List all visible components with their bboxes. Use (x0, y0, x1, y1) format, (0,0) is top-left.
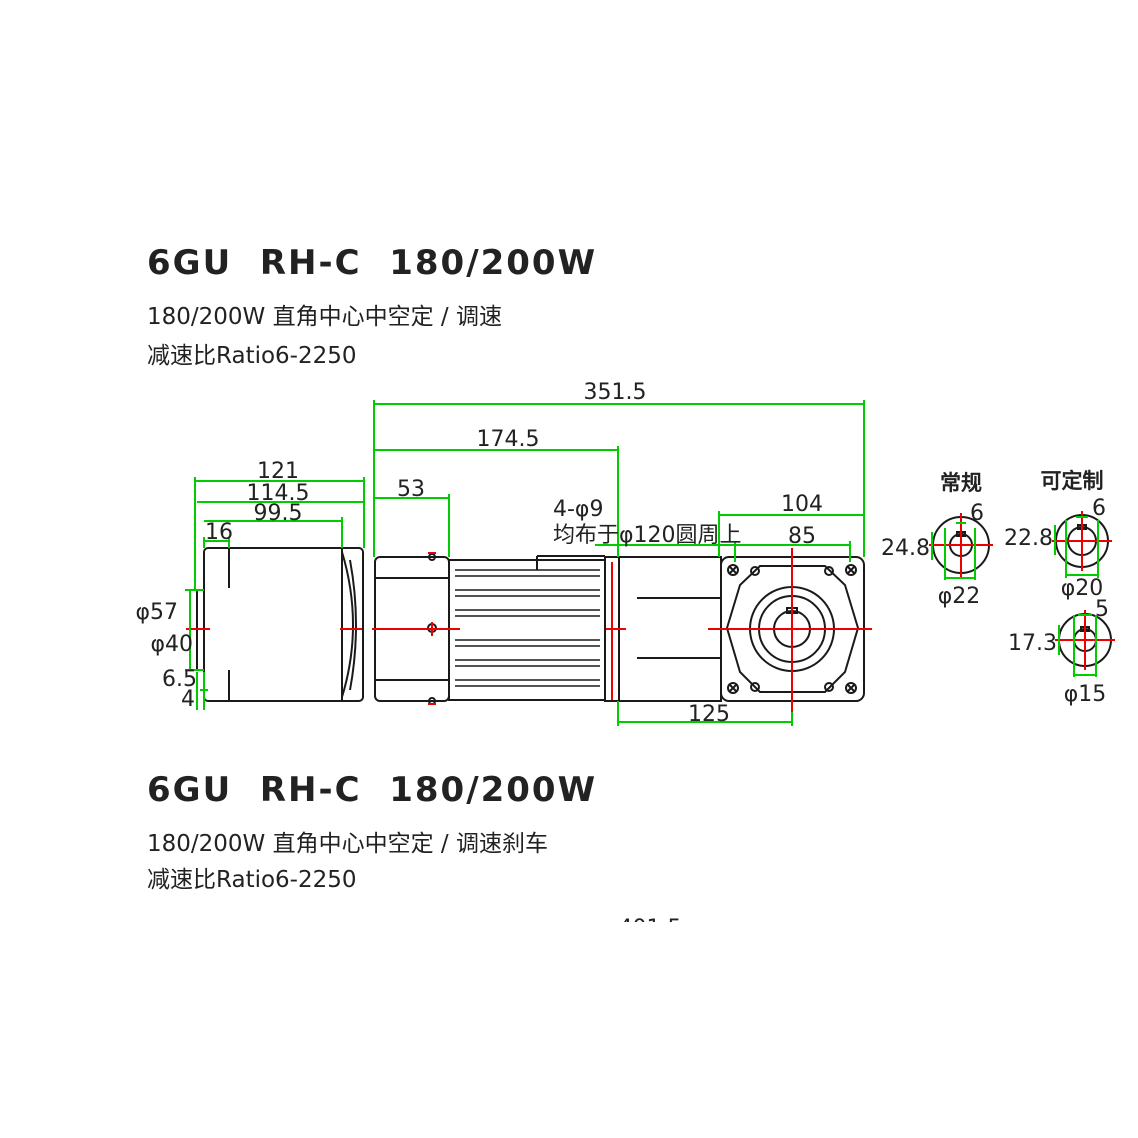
product-description: 180/200W 直角中心中空定 / 调速 (147, 304, 502, 330)
dim-121: 121 (257, 459, 299, 484)
dim-16: 16 (205, 520, 233, 545)
reduction-ratio-brake: 减速比Ratio6-2250 (147, 867, 357, 893)
custom-a-key-depth: 22.8 (1004, 526, 1053, 551)
product-title-brake: 6GU RH-C 180/200W (147, 770, 598, 810)
dim-gearhead-length: 174.5 (477, 427, 540, 452)
dim-phi57: φ57 (135, 600, 178, 625)
custom-b-key-width: 5 (1095, 597, 1109, 622)
custom-b-shaft-dia: φ15 (1064, 682, 1107, 707)
std-shaft-dia: φ22 (938, 584, 981, 609)
product-description-brake: 180/200W 直角中心中空定 / 调速刹车 (147, 831, 548, 857)
custom-shaft-label: 可定制 (1041, 469, 1104, 493)
reduction-ratio: 减速比Ratio6-2250 (147, 343, 357, 369)
dim-terminal-width: 53 (397, 477, 425, 502)
dim-cut-total-length: 401.5 (619, 916, 682, 941)
custom-b-key-depth: 17.3 (1008, 631, 1057, 656)
dim-104: 104 (781, 492, 823, 517)
std-key-width: 6 (970, 501, 984, 526)
dim-99-5: 99.5 (254, 501, 303, 526)
dim-85: 85 (788, 524, 816, 549)
standard-shaft-label: 常规 (940, 471, 982, 495)
dim-4: 4 (181, 687, 195, 712)
motor-side-view (196, 547, 364, 702)
dim-125: 125 (688, 702, 730, 727)
custom-a-key-width: 6 (1092, 496, 1106, 521)
mount-holes-label: 4-φ9 (553, 497, 603, 522)
product-title: 6GU RH-C 180/200W (147, 243, 598, 283)
center-lines (186, 511, 1115, 712)
custom-a-shaft-dia: φ20 (1061, 576, 1104, 601)
std-key-depth: 24.8 (881, 536, 930, 561)
dimension-lines (185, 400, 1099, 726)
dim-phi40: φ40 (150, 632, 193, 657)
dim-total-length: 351.5 (584, 380, 647, 405)
mount-holes-note: 均布于φ120圆周上 (553, 523, 742, 548)
dim-6-5: 6.5 (162, 667, 197, 692)
dim-114-5: 114.5 (247, 481, 310, 506)
